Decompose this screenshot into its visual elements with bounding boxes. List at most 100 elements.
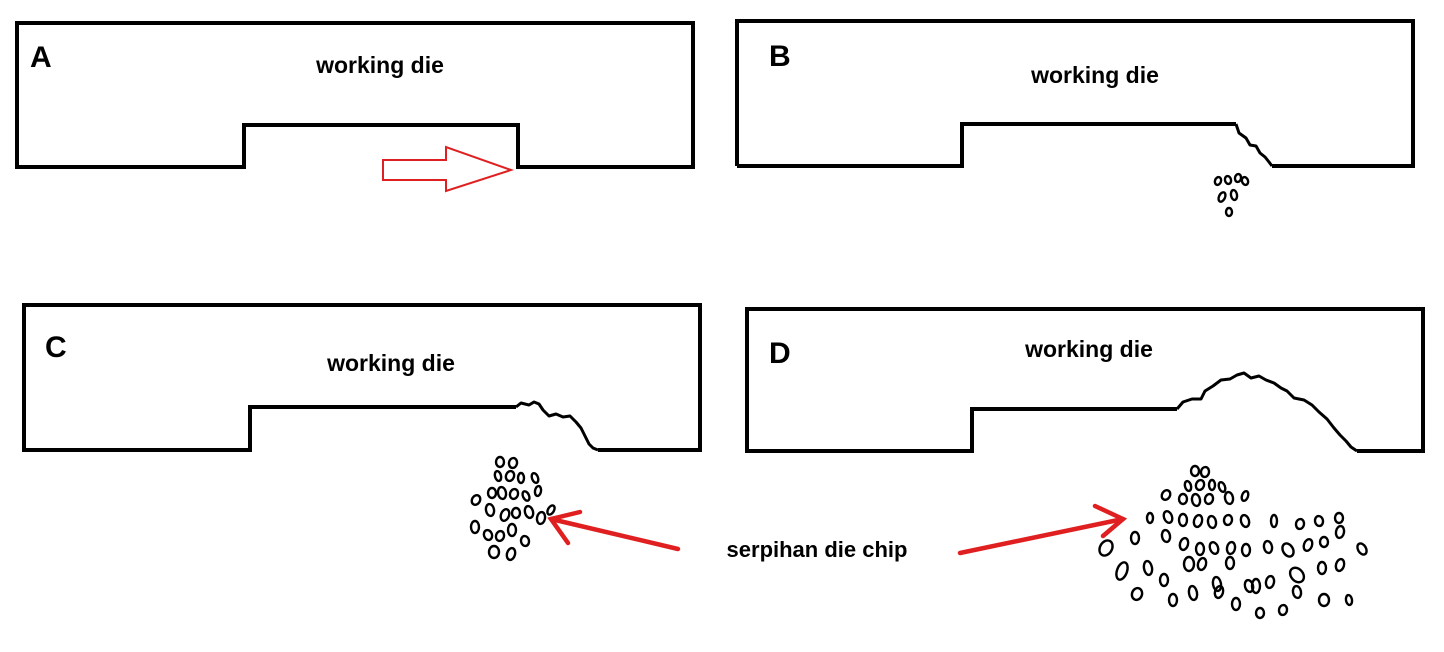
debris-chip xyxy=(530,471,540,485)
debris-chip xyxy=(1189,464,1201,478)
debris-chip xyxy=(504,469,516,483)
chip-cluster-c xyxy=(469,455,556,562)
debris-chip xyxy=(1130,586,1144,602)
debris-chip xyxy=(1262,539,1274,555)
debris-chip xyxy=(1239,513,1251,529)
debris-chip xyxy=(1229,188,1239,202)
panel-letter-b: B xyxy=(769,40,791,73)
debris-chip xyxy=(1223,490,1235,506)
panel-letter-d: D xyxy=(769,337,791,370)
debris-chip xyxy=(1187,584,1199,602)
die-outline-a xyxy=(15,21,695,169)
debris-chip xyxy=(1240,542,1252,558)
debris-chip xyxy=(1213,584,1225,600)
debris-chip xyxy=(496,485,508,501)
debris-chip xyxy=(1224,206,1234,218)
crack-edge-d xyxy=(1175,371,1358,453)
debris-chip xyxy=(1158,572,1170,588)
debris-chip xyxy=(469,519,481,535)
debris-chip xyxy=(546,504,556,516)
debris-chip xyxy=(1206,514,1218,530)
debris-chip xyxy=(1162,509,1174,525)
debris-chip xyxy=(1240,175,1250,187)
debris-chip xyxy=(1129,530,1141,546)
debris-chip xyxy=(486,486,498,500)
debris-chip xyxy=(535,510,547,526)
debris-chip xyxy=(1223,174,1233,186)
arrow-right-icon xyxy=(957,503,1128,556)
panel-a: A working die xyxy=(15,21,695,193)
debris-chip xyxy=(508,487,520,501)
crack-edge-c xyxy=(515,400,599,452)
debris-chip xyxy=(1222,513,1234,527)
panel-b: B working die xyxy=(735,19,1415,218)
debris-chip xyxy=(484,502,496,518)
debris-chip xyxy=(1333,511,1345,525)
debris-chip xyxy=(1217,191,1227,203)
debris-chip xyxy=(1334,524,1346,540)
debris-chip xyxy=(1217,480,1227,494)
arrow-left-icon xyxy=(547,509,681,552)
debris-chip xyxy=(493,469,503,483)
debris-chip xyxy=(1334,557,1346,573)
debris-chip xyxy=(1182,555,1196,573)
debris-chip xyxy=(1294,517,1306,531)
debris-chip xyxy=(487,544,501,560)
debris-chip xyxy=(1115,561,1129,581)
panel-letter-c: C xyxy=(45,331,67,364)
debris-chip xyxy=(1243,578,1255,594)
debris-chip xyxy=(1196,556,1208,572)
die-label-c: working die xyxy=(326,350,455,376)
debris-chip xyxy=(494,529,506,543)
debris-chip xyxy=(516,471,526,485)
debris-chip xyxy=(1203,492,1215,506)
debris-chip xyxy=(1316,560,1328,576)
debris-chip xyxy=(1098,539,1114,557)
debris-chip xyxy=(1224,555,1236,571)
debris-chip xyxy=(1318,535,1330,549)
debris-chip xyxy=(494,455,506,469)
debris-chip xyxy=(1177,512,1189,528)
panel-c: C working die xyxy=(22,303,702,562)
chip-cluster-d xyxy=(1098,464,1368,620)
die-outline-b xyxy=(735,19,1415,168)
debris-chip xyxy=(1233,172,1243,184)
panel-letter-a: A xyxy=(30,41,52,74)
panel-d: D working die xyxy=(745,307,1425,620)
die-label-b: working die xyxy=(1030,62,1159,88)
debris-chip xyxy=(1302,537,1314,553)
debris-chip xyxy=(1277,603,1289,617)
debris-chip xyxy=(1240,489,1250,503)
crack-edge-b xyxy=(1234,123,1274,167)
die-label-d: working die xyxy=(1024,336,1153,362)
debris-chip xyxy=(506,522,518,538)
debris-chip xyxy=(1288,566,1306,584)
debris-chip xyxy=(1230,596,1242,612)
debris-chip xyxy=(1317,592,1331,608)
debris-chip xyxy=(1356,542,1368,556)
debris-chip xyxy=(1207,478,1217,492)
debris-chip xyxy=(470,494,482,506)
debris-chip xyxy=(499,507,511,523)
die-outline-c xyxy=(22,303,702,452)
debris-chip xyxy=(1192,513,1204,529)
debris-chip xyxy=(1225,540,1237,556)
debris-chip xyxy=(519,534,531,548)
debris-chip xyxy=(1178,536,1190,552)
debris-chip xyxy=(1160,528,1172,544)
debris-chip xyxy=(1254,606,1266,620)
debris-chip xyxy=(507,456,519,470)
debris-chip xyxy=(1183,479,1193,493)
debris-chip xyxy=(521,490,531,502)
debris-chip xyxy=(1313,514,1325,528)
debris-chip xyxy=(1213,175,1223,187)
debris-chip xyxy=(1344,593,1354,607)
debris-chip xyxy=(1199,465,1211,479)
debris-chip xyxy=(1145,511,1155,525)
flow-arrow-icon xyxy=(382,145,515,193)
die-label-a: working die xyxy=(315,52,444,78)
chip-caption: serpihan die chip xyxy=(727,537,908,562)
debris-chip xyxy=(1190,492,1202,508)
debris-chip xyxy=(510,506,522,520)
